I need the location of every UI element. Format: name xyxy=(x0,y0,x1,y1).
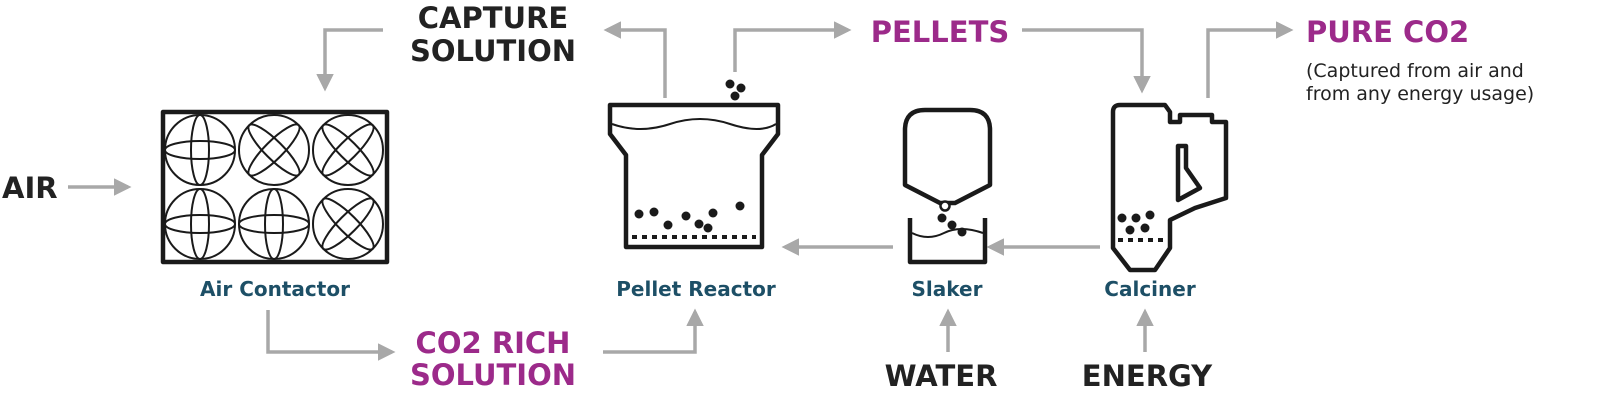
air-contactor-unit xyxy=(160,109,390,265)
calciner-label: Calciner xyxy=(1104,277,1196,301)
arrow-calciner-to-pure-co2 xyxy=(1206,21,1294,98)
fan-icon xyxy=(164,188,236,260)
slaker-hopper xyxy=(902,107,993,206)
slaker-pellet-icons xyxy=(937,213,967,237)
pellet-icons xyxy=(634,201,745,233)
energy-label: ENERGY xyxy=(1082,359,1213,393)
pellet-reactor-vessel xyxy=(607,102,781,250)
fan-icon xyxy=(238,114,310,186)
arrow-co2-rich-to-reactor xyxy=(603,308,704,354)
pure-co2-note-line1: (Captured from air and xyxy=(1306,60,1524,82)
rising-pellet-icons xyxy=(725,79,746,101)
calciner-unit xyxy=(1110,102,1229,273)
water-label: WATER xyxy=(885,359,998,393)
co2-rich-label-line1: CO2 RICH xyxy=(416,326,571,360)
pure-co2-note-line2: from any energy usage) xyxy=(1306,83,1534,105)
co2-rich-label-line2: SOLUTION xyxy=(410,358,576,392)
calciner-pellet-icons xyxy=(1117,210,1155,235)
fan-icon xyxy=(312,188,384,260)
air-contactor-label: Air Contactor xyxy=(200,277,350,301)
fan-icon xyxy=(312,114,384,186)
arrow-reactor-to-capture-solution xyxy=(603,21,667,98)
fan-icon xyxy=(238,188,310,260)
arrow-pellets-to-calciner xyxy=(1022,28,1151,94)
fan-icon xyxy=(164,114,236,186)
arrow-capture-solution-to-contactor xyxy=(316,28,383,92)
slaker-feed-pellet xyxy=(939,200,951,212)
capture-solution-label-line2: SOLUTION xyxy=(410,34,576,68)
pure-co2-label: PURE CO2 xyxy=(1306,15,1469,49)
capture-solution-label-line1: CAPTURE xyxy=(418,1,568,35)
slaker-tank xyxy=(907,218,988,265)
slaker-unit xyxy=(902,107,993,265)
pellets-label: PELLETS xyxy=(871,15,1010,49)
arrow-reactor-to-pellets xyxy=(733,21,852,72)
flow-arrows xyxy=(68,21,1294,361)
air-label: AIR xyxy=(2,171,58,205)
pellet-reactor-label: Pellet Reactor xyxy=(616,277,776,301)
calciner-cyclone xyxy=(1175,143,1203,203)
pellet-reactor-unit xyxy=(607,79,781,250)
arrow-contactor-to-co2-rich xyxy=(266,310,396,361)
air-contactor-frame xyxy=(160,109,390,265)
pellet-reactor-liquid-surface xyxy=(611,118,777,130)
slaker-liquid-surface xyxy=(911,228,984,238)
calciner-body xyxy=(1110,102,1229,273)
slaker-label: Slaker xyxy=(912,277,983,301)
